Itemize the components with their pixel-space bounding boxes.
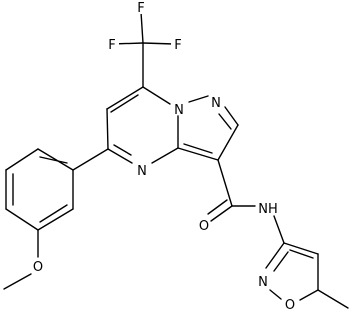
bonds — [3, 11, 349, 309]
bond-c3-c3a-inner — [183, 143, 213, 154]
bond-c2-c3 — [217, 124, 239, 161]
bond-c5i-methyl — [317, 289, 349, 309]
bond-ar1-ar2 — [37, 148, 74, 171]
bond-c3i-c4i — [283, 242, 319, 255]
bond-c7-c6-inner — [110, 94, 139, 113]
atom-label-n-isoxazole: N — [258, 275, 268, 290]
bond-c5-aryl — [72, 148, 109, 171]
atom-label-o-carbonyl: O — [199, 219, 209, 234]
bond-n8-c7 — [142, 86, 171, 105]
bond-c6-c5 — [106, 108, 109, 150]
bond-ar5-ar6 — [37, 208, 74, 231]
atom-label-f1: F — [137, 1, 144, 16]
atom-label-n4: N — [137, 164, 147, 179]
atom-labels: F F F N N N O NH O N O — [33, 0, 295, 313]
bond-o-n — [269, 289, 282, 300]
bond-cf3-f1 — [140, 11, 144, 44]
bond-n8-n1 — [188, 95, 209, 103]
bond-c3-c3a — [177, 147, 219, 161]
atom-label-o-isoxazole: O — [285, 298, 295, 313]
atom-label-n1: N — [211, 96, 221, 111]
bond-co-double-b — [207, 199, 228, 215]
atom-label-f2: F — [108, 38, 115, 53]
atom-label-o-methoxy: O — [33, 260, 43, 275]
bond-cf3-f3 — [142, 42, 175, 45]
bond-n1-c2-inner — [218, 113, 232, 130]
atom-label-nh: NH — [258, 202, 278, 217]
bond-n4-c3a — [151, 147, 179, 164]
bond-n1-c2 — [224, 106, 239, 126]
bond-c5-n4-inner — [113, 144, 132, 156]
bond-c5i-o — [299, 289, 319, 301]
bond-n-c3i-inner — [273, 251, 289, 272]
bond-n-c3i — [265, 242, 285, 269]
bond-ar1-ar2-inner — [39, 156, 68, 164]
bond-ar2-ar3 — [5, 148, 39, 171]
bond-co-double-a — [210, 205, 233, 222]
bond-c7-c6 — [106, 86, 144, 110]
bond-ar5-ar6-inner — [39, 204, 68, 223]
bond-o-methyl — [3, 273, 32, 290]
bond-c3i-c4i-inner — [289, 249, 314, 259]
bond-ar4-ar5 — [5, 208, 39, 231]
atom-label-f3: F — [174, 38, 181, 53]
bond-c3-carbonyl — [217, 159, 233, 207]
atom-label-n8: N — [174, 103, 184, 118]
bond-nh-isoxazole — [273, 215, 285, 244]
bond-c5-n4 — [107, 148, 133, 164]
